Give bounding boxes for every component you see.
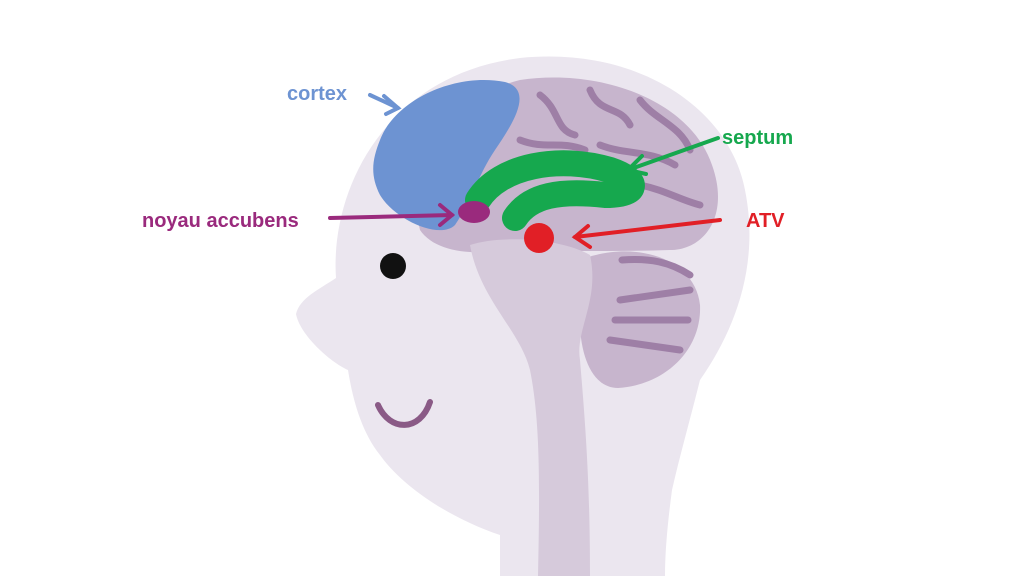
- nucleus-accumbens-arrow: [328, 203, 456, 227]
- cortex-arrow: [368, 93, 402, 116]
- septum-arrow: [624, 136, 720, 176]
- vta-label: ATV: [746, 210, 785, 232]
- brain-folds: [516, 86, 704, 354]
- cortex-region: [373, 79, 520, 231]
- nucleus-accumbens-label: noyau accubens: [142, 210, 299, 232]
- vta-arrow: [571, 218, 722, 249]
- mouth: [375, 399, 433, 428]
- brainstem: [470, 239, 593, 576]
- cortex-label: cortex: [287, 83, 348, 105]
- nucleus-accumbens-region: [458, 201, 490, 223]
- septum-region: [465, 150, 645, 231]
- vta-region: [524, 223, 554, 253]
- eye: [380, 253, 406, 279]
- septum-label: septum: [722, 127, 794, 149]
